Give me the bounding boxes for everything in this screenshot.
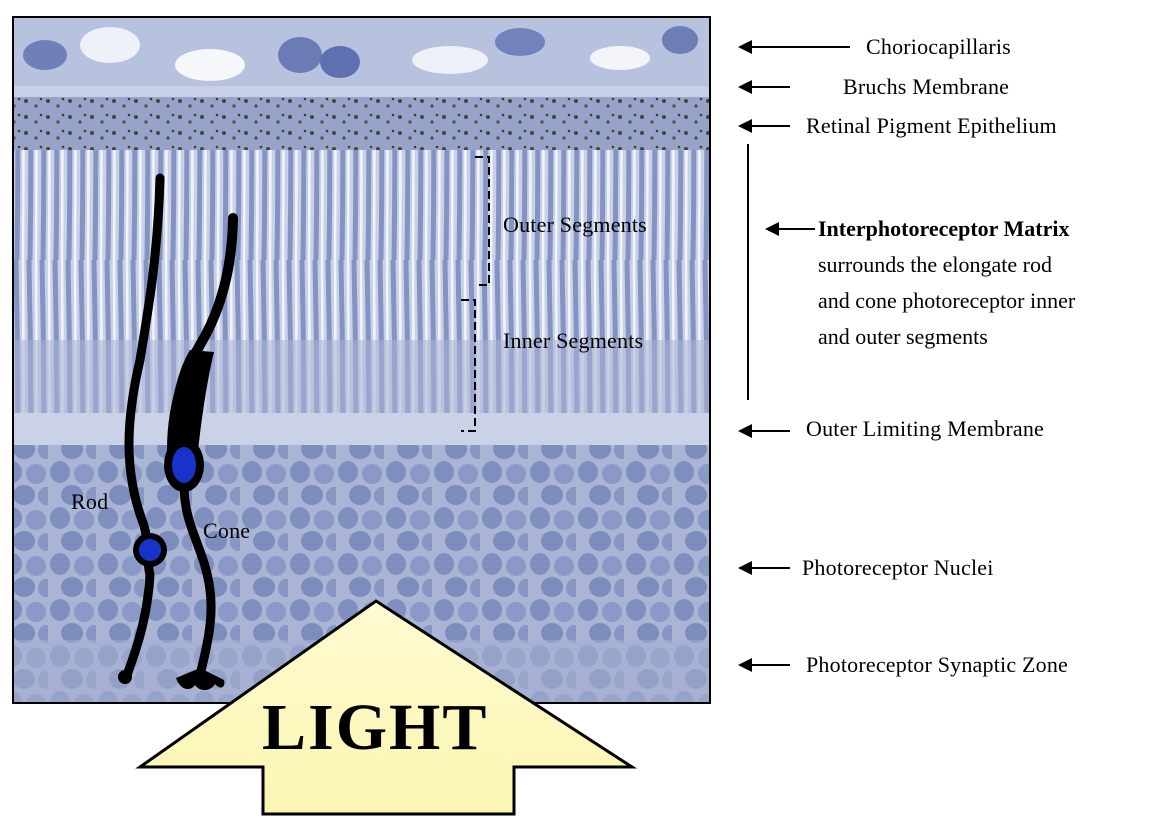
label-matrix-line3: and outer segments [818,319,1075,355]
label-bruchs-membrane: Bruchs Membrane [843,74,1009,100]
label-photoreceptor-nuclei: Photoreceptor Nuclei [802,555,994,581]
label-outer-segments: Outer Segments [503,212,647,238]
label-choriocapillaris: Choriocapillaris [866,34,1011,60]
arrow-bruchs [740,86,790,88]
arrow-matrix [767,228,815,230]
histology-image [13,17,710,703]
label-matrix-title: Interphotoreceptor Matrix [818,211,1075,247]
label-cone: Cone [203,518,250,544]
label-rod: Rod [71,489,108,515]
label-matrix-line1: surrounds the elongate rod [818,247,1075,283]
label-inner-segments: Inner Segments [503,328,643,354]
arrow-nuclei [740,567,790,569]
matrix-description: Interphotoreceptor Matrix surrounds the … [818,211,1075,355]
label-matrix-line2: and cone photoreceptor inner [818,283,1075,319]
arrow-rpe [740,125,790,127]
label-synaptic-zone: Photoreceptor Synaptic Zone [806,652,1068,678]
label-outer-limiting-membrane: Outer Limiting Membrane [806,416,1044,442]
label-light: LIGHT [262,690,488,766]
arrow-olm [740,430,790,432]
label-rpe: Retinal Pigment Epithelium [806,113,1057,139]
arrow-choriocapillaris [740,46,850,48]
arrow-synaptic [740,664,790,666]
